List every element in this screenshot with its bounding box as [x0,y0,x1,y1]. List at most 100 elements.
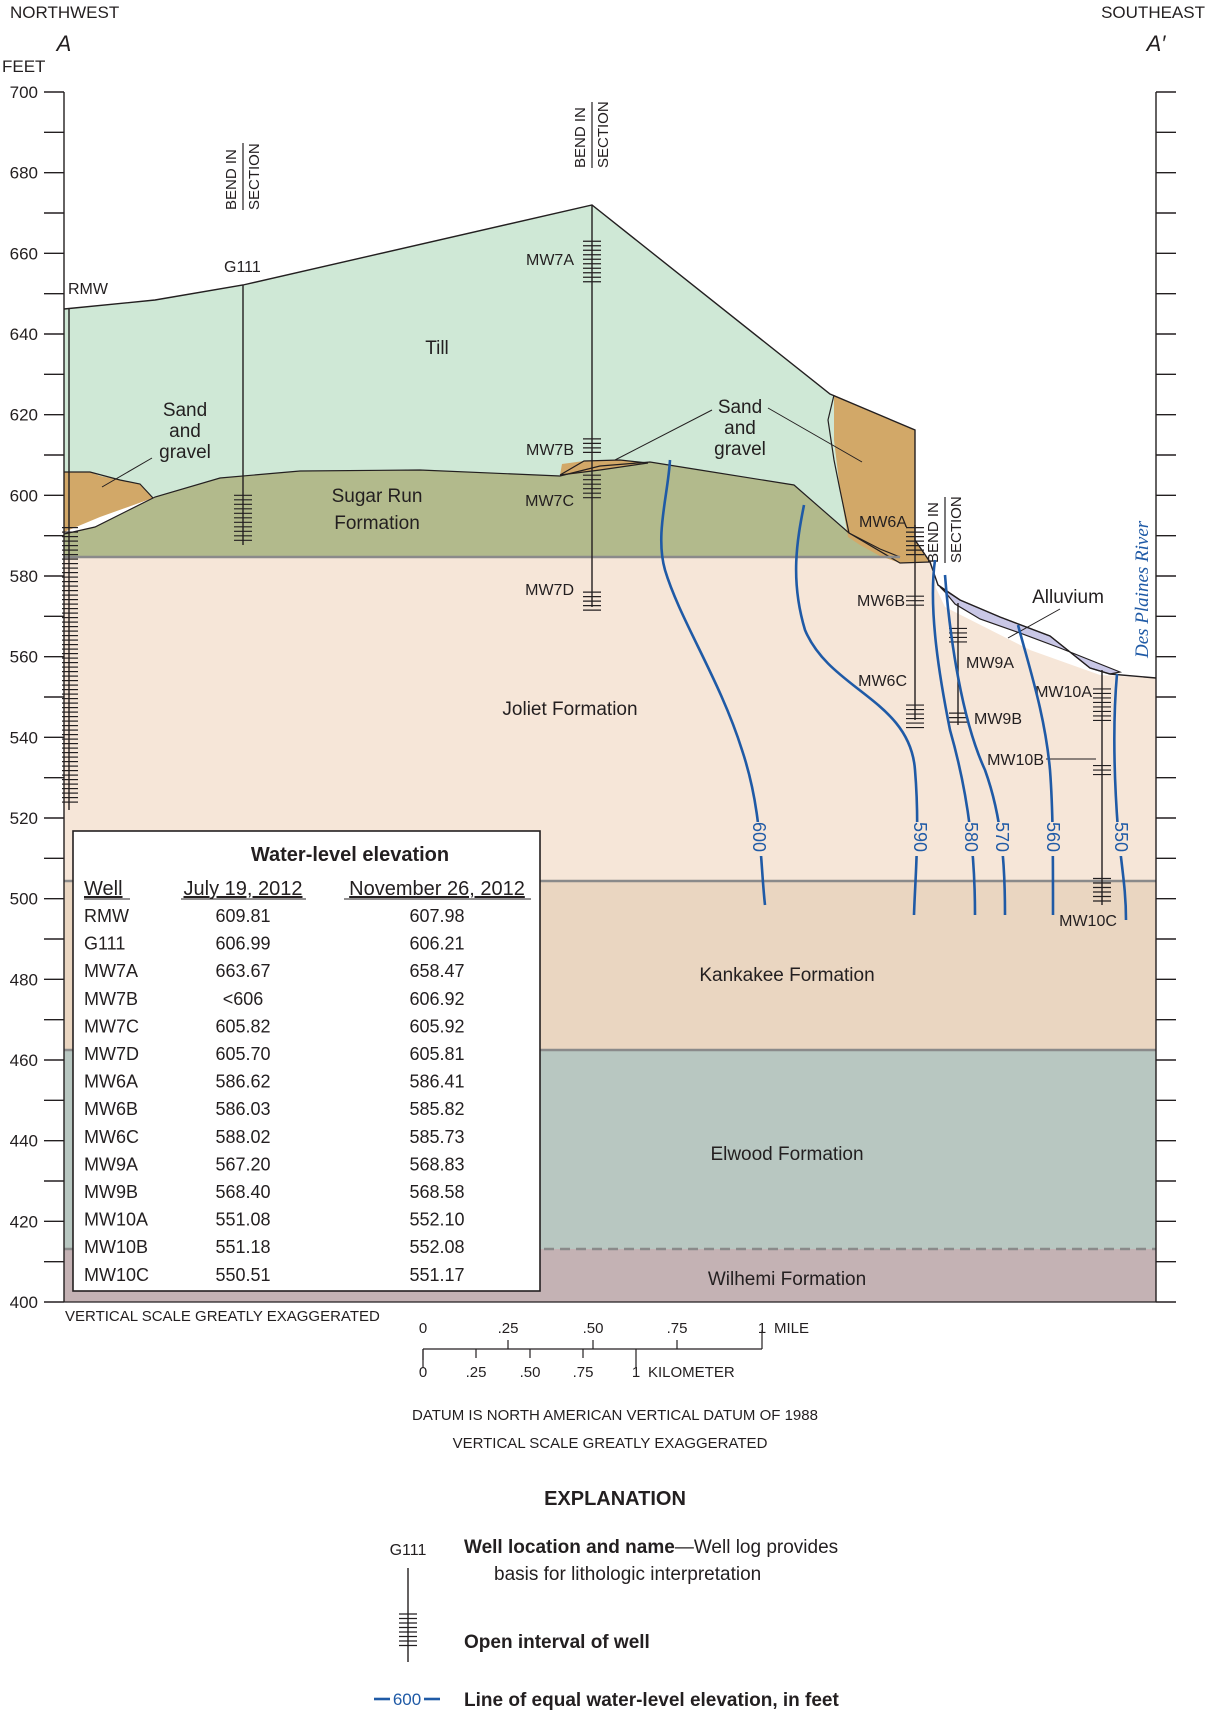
table-cell-nov: 585.73 [409,1127,464,1147]
well-label-mw6a: MW6A [859,514,907,531]
unit-joliet [64,557,1156,881]
contour-label-590: 590 [910,822,930,852]
label-sand-gravel-1c: gravel [159,442,211,463]
table-header-well: Well [84,878,123,900]
contour-label-580: 580 [961,822,981,852]
label-elwood: Elwood Formation [710,1144,863,1165]
label-sand-gravel-1b: and [169,421,201,442]
explanation-open-interval-text: Open interval of well [464,1632,650,1653]
label-alluvium: Alluvium [1032,587,1104,608]
explanation-open-interval-icon [399,1613,417,1647]
screen-mw7c [583,474,601,499]
table-cell-july: 550.51 [215,1265,270,1285]
table-cell-well: G111 [84,934,125,954]
southeast-label: SOUTHEAST [1101,3,1205,22]
km-tick-0: 0 [419,1364,427,1381]
bend-marker-g111: BEND IN SECTION [223,143,263,210]
svg-text:SECTION: SECTION [246,143,263,210]
left-axis-tick-label: 400 [10,1293,38,1312]
contour-580 [931,559,977,916]
explanation-title: EXPLANATION [544,1488,686,1510]
table-cell-nov: 585.82 [409,1099,464,1119]
screen-mw7b [583,438,601,453]
screen-mw6b [906,595,924,606]
left-axis-tick-label: 560 [10,648,38,667]
water-level-contours [659,459,1128,921]
table-cell-july: 568.40 [215,1182,270,1202]
screen-mw10a [1093,688,1111,722]
northwest-label: NORTHWEST [10,3,119,22]
km-tick-1: 1 [632,1364,640,1381]
table-cell-july: 586.62 [215,1072,270,1092]
table-cell-nov: 605.92 [409,1016,464,1036]
table-cell-well: MW10A [84,1210,148,1230]
section-letter-a-prime: A′ [1145,31,1167,56]
table-cell-nov: 607.98 [409,906,464,926]
table-cell-nov: 606.92 [409,989,464,1009]
label-sand-gravel-2a: Sand [718,397,762,418]
mile-tick-50: .50 [583,1320,604,1337]
table-cell-nov: 568.83 [409,1154,464,1174]
well-label-mw10a: MW10A [1035,684,1092,701]
contact-sand-gravel-mw7b [559,459,649,476]
label-kankakee: Kankakee Formation [699,965,874,986]
label-sugar-run-1: Sugar Run [332,486,423,507]
label-sand-gravel-2c: gravel [714,439,766,460]
screen-g111 [234,494,252,541]
explanation-contour-text: Line of equal water-level elevation, in … [464,1690,839,1710]
svg-text:SECTION: SECTION [595,101,612,168]
table-cell-july: 551.08 [215,1210,270,1230]
label-sand-gravel-1a: Sand [163,400,207,421]
table-header-nov: November 26, 2012 [349,878,525,900]
well-label-mw6b: MW6B [857,593,905,610]
well-label-mw10c: MW10C [1059,913,1117,930]
table-cell-nov: 551.17 [409,1265,464,1285]
km-tick-50: .50 [520,1364,541,1381]
contact-sand-gravel-west [64,471,154,499]
contact-till-base [63,461,901,558]
table-cell-well: MW6B [84,1099,138,1119]
scale-bar: 0 .25 .50 .75 1 MILE 0 .25 .50 .75 1 KIL… [419,1320,809,1381]
bend-marker-mw6: BEND IN SECTION [925,496,965,563]
bend-marker-mw7a: BEND IN SECTION [572,101,612,168]
contour-label-570: 570 [992,822,1012,852]
left-axis-tick-label: 700 [10,83,38,102]
left-axis-tick-label: 600 [10,486,38,505]
label-till: Till [425,338,449,359]
well-label-mw6c: MW6C [858,673,907,690]
contour-label-560: 560 [1043,822,1063,852]
right-axis [1155,91,1176,1303]
table-cell-well: MW7A [84,961,138,981]
left-axis-tick-label: 540 [10,728,38,747]
left-axis-tick-label: 660 [10,244,38,263]
table-cell-july: 567.20 [215,1154,270,1174]
left-axis-tick-label: 680 [10,164,38,183]
table-cell-nov: 568.58 [409,1182,464,1202]
well-label-g111: G111 [224,259,261,276]
vertical-scale-note-left: VERTICAL SCALE GREATLY EXAGGERATED [65,1308,380,1325]
left-axis-tick-label: 500 [10,890,38,909]
svg-text:BEND IN: BEND IN [572,107,589,168]
mile-tick-25: .25 [498,1320,519,1337]
km-unit: KILOMETER [648,1364,735,1381]
left-axis-tick-label: 640 [10,325,38,344]
table-cell-july: 605.70 [215,1044,270,1064]
label-sand-gravel-2b: and [724,418,756,439]
unit-sugar-run [64,462,900,557]
leader-sand-gravel-2a [614,409,713,461]
contour-label-600: 600 [749,822,769,852]
contact-sand-gravel-mw6a [827,394,931,564]
table-cell-nov: 552.08 [409,1237,464,1257]
table-cell-well: MW10B [84,1237,148,1257]
label-sugar-run-2: Formation [334,513,420,534]
left-axis-tick-label: 620 [10,406,38,425]
screen-mw10c [1093,877,1111,902]
contour-labels: 600 590 580 570 560 550 [748,822,1132,856]
screen-mw6a [906,526,924,556]
well-label-rmw: RMW [68,281,109,298]
